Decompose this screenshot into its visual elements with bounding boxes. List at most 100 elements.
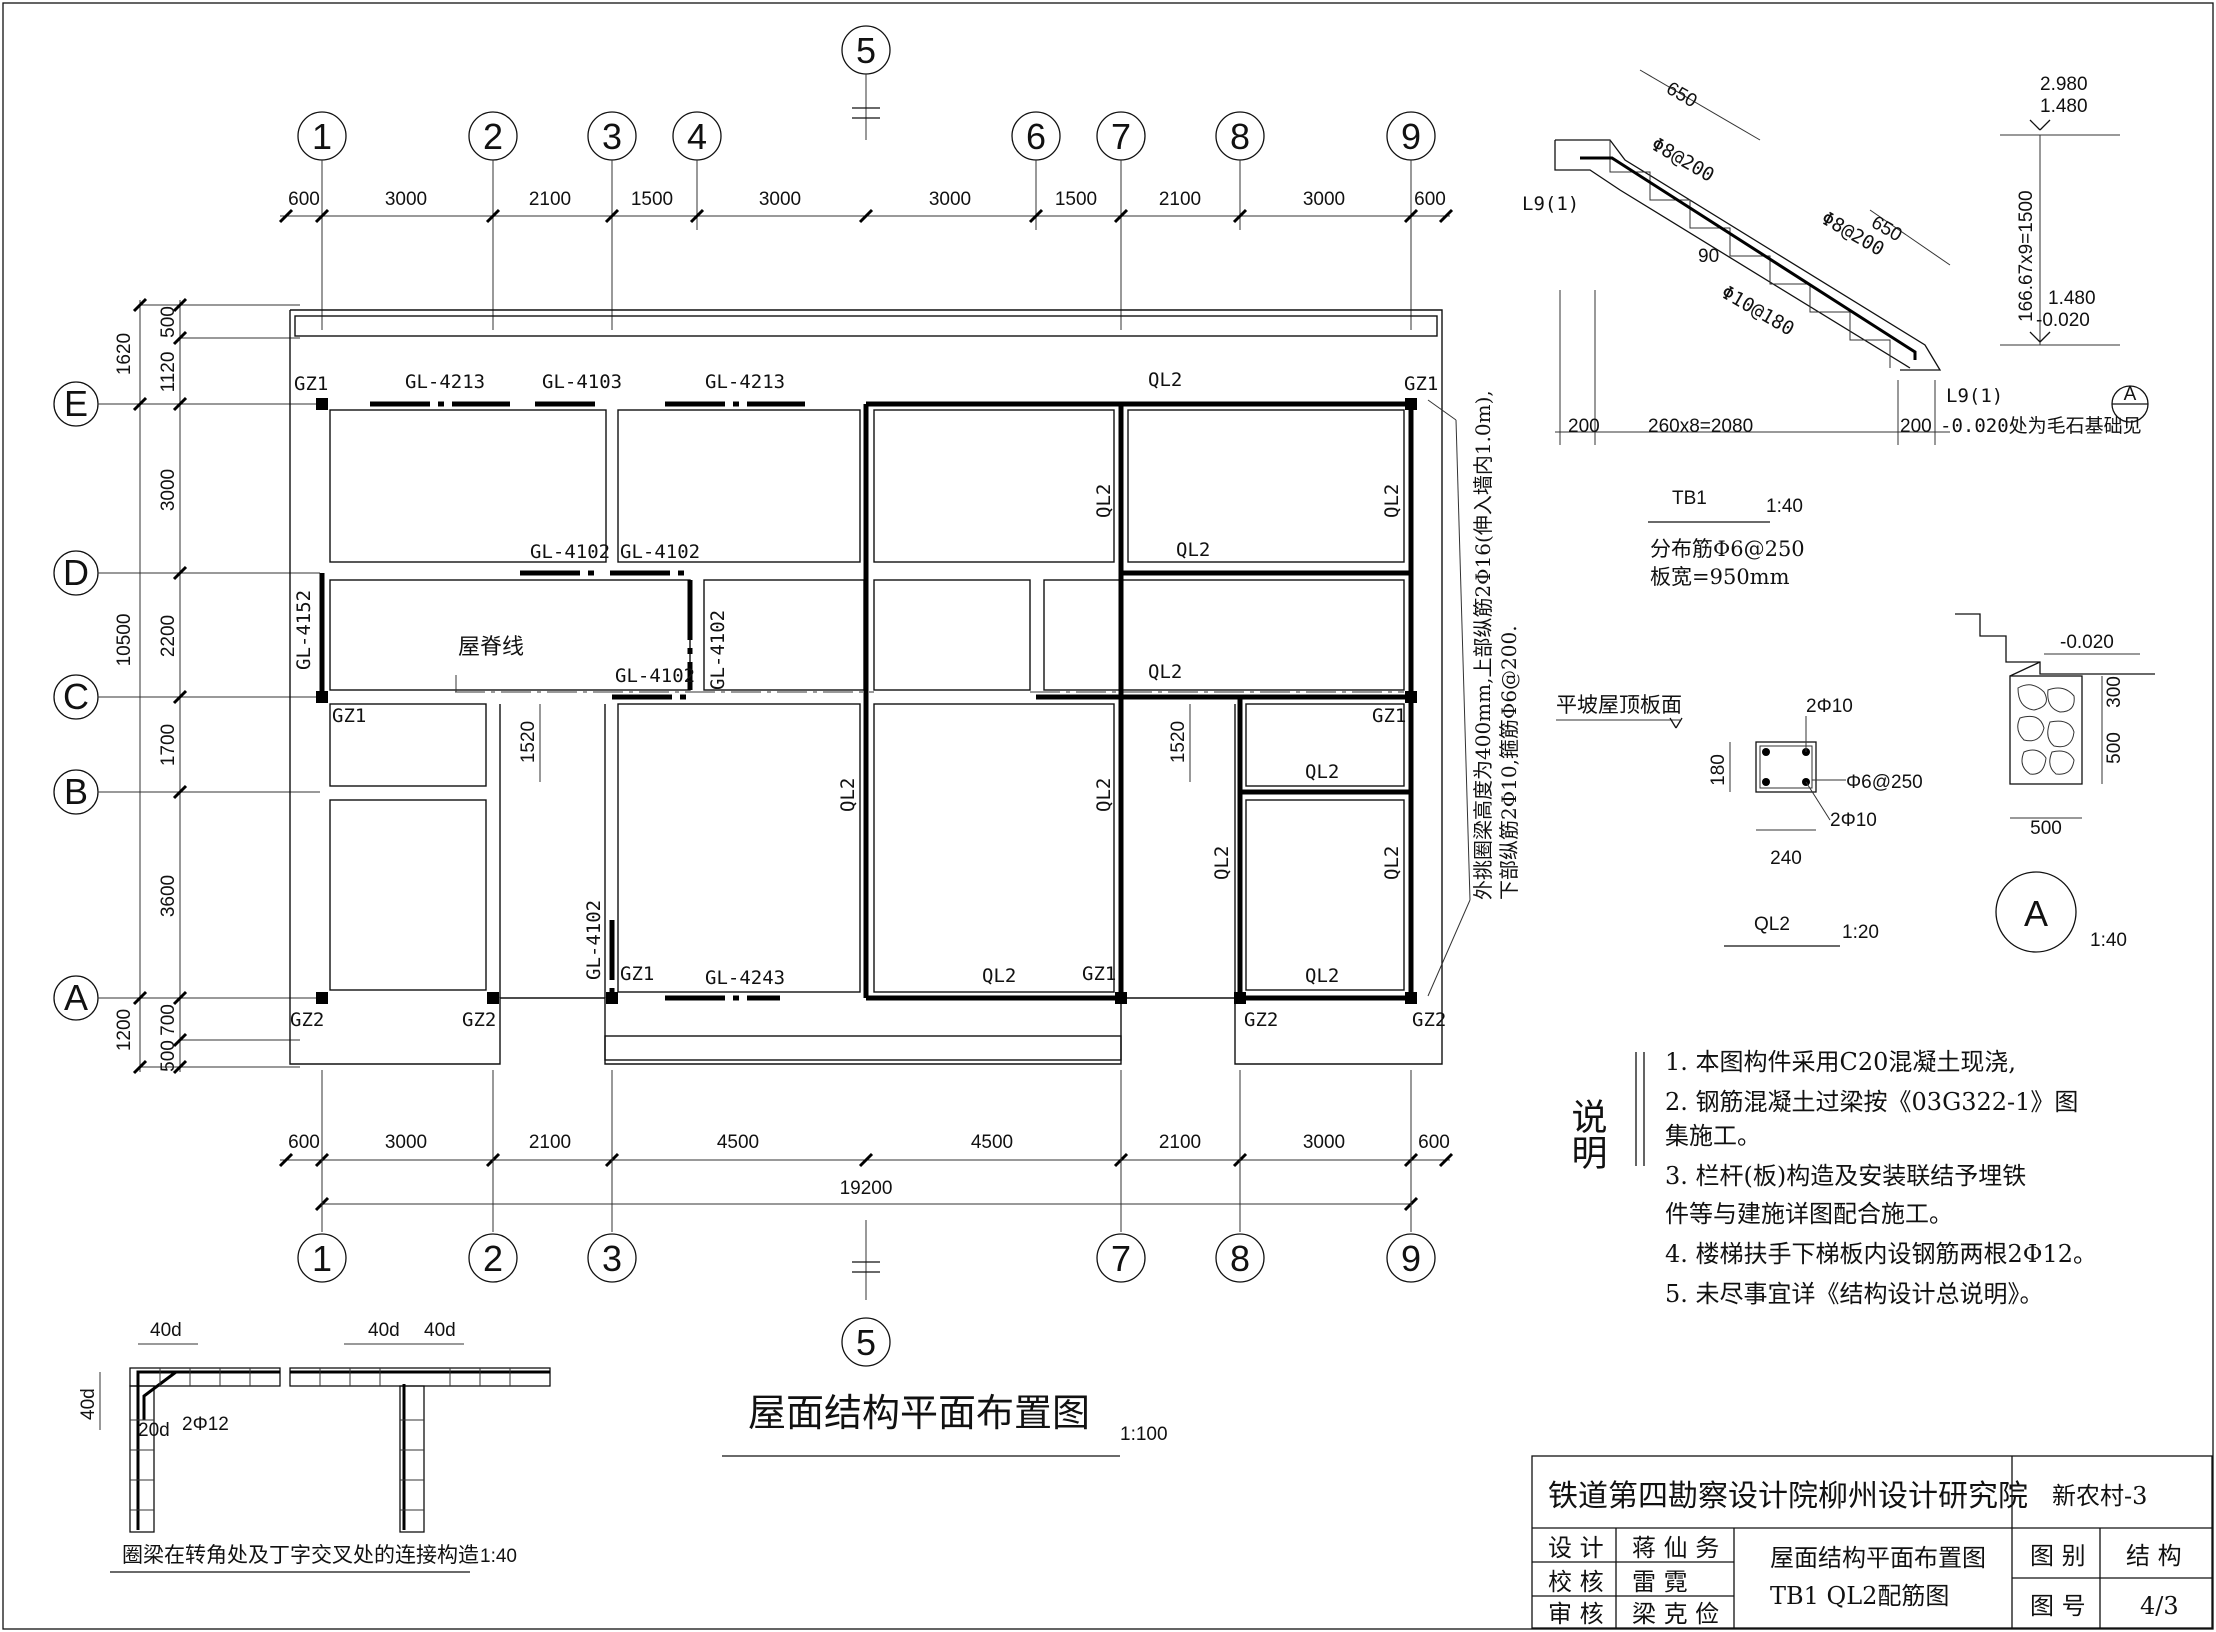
svg-text:GZ1: GZ1: [332, 705, 366, 727]
svg-text:2. 钢筋混凝土过梁按《03G322-1》图: 2. 钢筋混凝土过梁按《03G322-1》图: [1665, 1088, 2078, 1116]
svg-text:1: 1: [312, 116, 332, 157]
svg-text:10500: 10500: [114, 614, 135, 667]
svg-text:图 号: 图 号: [2030, 1592, 2086, 1620]
svg-text:-0.020: -0.020: [2060, 632, 2114, 653]
svg-text:GZ1: GZ1: [1404, 373, 1438, 395]
notes: 说明 1. 本图构件采用C20混凝土现浇, 2. 钢筋混凝土过梁按《03G322…: [1566, 1048, 2098, 1308]
svg-text:GZ1: GZ1: [1082, 963, 1116, 985]
axis-bubble-8: 8: [1215, 111, 1265, 161]
svg-text:GL-4243: GL-4243: [705, 967, 785, 989]
axis-bubble-D: D: [53, 550, 99, 596]
svg-text:Φ10@180: Φ10@180: [1718, 281, 1798, 340]
svg-text:3000: 3000: [1303, 189, 1345, 210]
svg-text:圈梁在转角处及丁字交叉处的连接构造: 圈梁在转角处及丁字交叉处的连接构造: [122, 1543, 479, 1567]
svg-text:3000: 3000: [158, 469, 179, 511]
svg-text:5: 5: [856, 1322, 876, 1363]
svg-text:3600: 3600: [158, 875, 179, 917]
svg-text:8: 8: [1230, 116, 1250, 157]
axis-bubble-A: A: [53, 975, 99, 1021]
svg-text:240: 240: [1770, 848, 1802, 869]
svg-text:E: E: [64, 383, 88, 424]
svg-text:-0.020: -0.020: [2036, 310, 2090, 331]
svg-text:40d: 40d: [424, 1320, 456, 1341]
svg-text:3000: 3000: [1303, 1132, 1345, 1153]
plan-title: 屋面结构平面布置图 1:100: [722, 1391, 1168, 1457]
svg-text:图 别: 图 别: [2030, 1542, 2086, 1570]
svg-text:6: 6: [1026, 116, 1046, 157]
svg-text:1120: 1120: [158, 352, 179, 393]
svg-text:600: 600: [288, 189, 320, 210]
svg-text:1. 本图构件采用C20混凝土现浇,: 1. 本图构件采用C20混凝土现浇,: [1665, 1048, 2016, 1076]
columns: [316, 398, 1417, 1004]
svg-text:件等与建施详图配合施工。: 件等与建施详图配合施工。: [1665, 1200, 1953, 1228]
svg-text:500: 500: [2104, 732, 2125, 764]
svg-text:166.67x9=1500: 166.67x9=1500: [2016, 190, 2037, 322]
svg-text:集施工。: 集施工。: [1665, 1122, 1761, 1150]
svg-text:3000: 3000: [385, 189, 427, 210]
svg-text:2100: 2100: [1159, 189, 1201, 210]
svg-text:GL-4102: GL-4102: [583, 900, 605, 980]
svg-text:3000: 3000: [759, 189, 801, 210]
svg-text:结 构: 结 构: [2126, 1542, 2182, 1570]
axis-bubble-3: 3: [587, 111, 637, 161]
svg-text:1700: 1700: [158, 724, 179, 766]
svg-text:QL2: QL2: [1211, 846, 1233, 880]
svg-text:4500: 4500: [717, 1132, 759, 1153]
tb1-section: 650 650 200 260x8=2080 200 90 166.67x9=1…: [1522, 69, 2149, 589]
svg-text:A: A: [2124, 384, 2137, 405]
svg-text:3000: 3000: [929, 189, 971, 210]
svg-text:2Φ12: 2Φ12: [182, 1414, 229, 1435]
svg-text:QL2: QL2: [837, 778, 859, 812]
svg-text:QL2: QL2: [1148, 369, 1182, 391]
ql2-section: 平坡屋顶板面 2Φ10 Φ6@250 2Φ10 180 240 QL2 1:20: [1556, 693, 1923, 947]
axis-bubble-9: 9: [1386, 111, 1436, 161]
svg-text:9: 9: [1401, 116, 1421, 157]
svg-text:QL2: QL2: [1176, 539, 1210, 561]
svg-text:1:20: 1:20: [1842, 922, 1879, 943]
top-dimensions: 600 3000 2100 1500 3000 3000 1500 2100 3…: [288, 189, 1446, 210]
axis-bubble-9-bottom: 9: [1386, 1233, 1436, 1283]
svg-text:2.980: 2.980: [2040, 74, 2088, 95]
svg-text:7: 7: [1111, 1238, 1131, 1279]
axis-bubble-7-bottom: 7: [1096, 1233, 1146, 1283]
axis-bubble-4: 4: [672, 111, 722, 161]
svg-text:分布筋Φ6@250: 分布筋Φ6@250: [1650, 537, 1805, 561]
svg-text:2Φ10: 2Φ10: [1830, 810, 1877, 831]
svg-text:A: A: [64, 977, 88, 1018]
svg-text:2100: 2100: [529, 189, 571, 210]
svg-text:40d: 40d: [150, 1320, 182, 1341]
svg-text:GL-4152: GL-4152: [293, 590, 315, 670]
svg-text:40d: 40d: [78, 1388, 99, 1420]
svg-text:B: B: [64, 771, 88, 812]
svg-text:TB1 QL2配筋图: TB1 QL2配筋图: [1770, 1582, 1949, 1610]
svg-text:屋面结构平面布置图: 屋面结构平面布置图: [748, 1391, 1090, 1435]
svg-text:1500: 1500: [631, 189, 673, 210]
svg-text:600: 600: [1418, 1132, 1450, 1153]
left-dimensions: 1620 10500 1200 500 1120 3000 2200 1700 …: [114, 306, 179, 1072]
svg-text:QL2: QL2: [1754, 914, 1790, 935]
svg-text:4500: 4500: [971, 1132, 1013, 1153]
svg-text:8: 8: [1230, 1238, 1250, 1279]
svg-text:GL-4213: GL-4213: [405, 371, 485, 393]
axis-bubble-5-top: 5: [841, 25, 891, 75]
svg-text:GZ1: GZ1: [1372, 705, 1406, 727]
top-axis-bubbles: 1 2 3 4 5 6 7 8 9: [297, 25, 1436, 161]
svg-text:4: 4: [687, 116, 707, 157]
svg-text:GL-4213: GL-4213: [705, 371, 785, 393]
svg-text:GZ1: GZ1: [294, 373, 328, 395]
axis-bubble-1-bottom: 1: [297, 1233, 347, 1283]
axis-bubble-8-bottom: 8: [1215, 1233, 1265, 1283]
svg-text:4/3: 4/3: [2140, 1592, 2179, 1620]
svg-text:600: 600: [1414, 189, 1446, 210]
svg-text:GL-4103: GL-4103: [542, 371, 622, 393]
svg-text:平坡屋顶板面: 平坡屋顶板面: [1556, 693, 1682, 717]
svg-text:1:40: 1:40: [480, 1546, 517, 1567]
svg-text:QL2: QL2: [982, 965, 1016, 987]
svg-text:雷 霓: 雷 霓: [1632, 1568, 1688, 1596]
svg-text:2: 2: [483, 1238, 503, 1279]
svg-text:QL2: QL2: [1381, 846, 1403, 880]
svg-text:180: 180: [1708, 754, 1729, 786]
plan-labels: GZ1 GZ1 GZ1 GZ1 GZ1 GZ1 GZ2 GZ2 GZ2 GZ2 …: [290, 369, 1446, 1031]
